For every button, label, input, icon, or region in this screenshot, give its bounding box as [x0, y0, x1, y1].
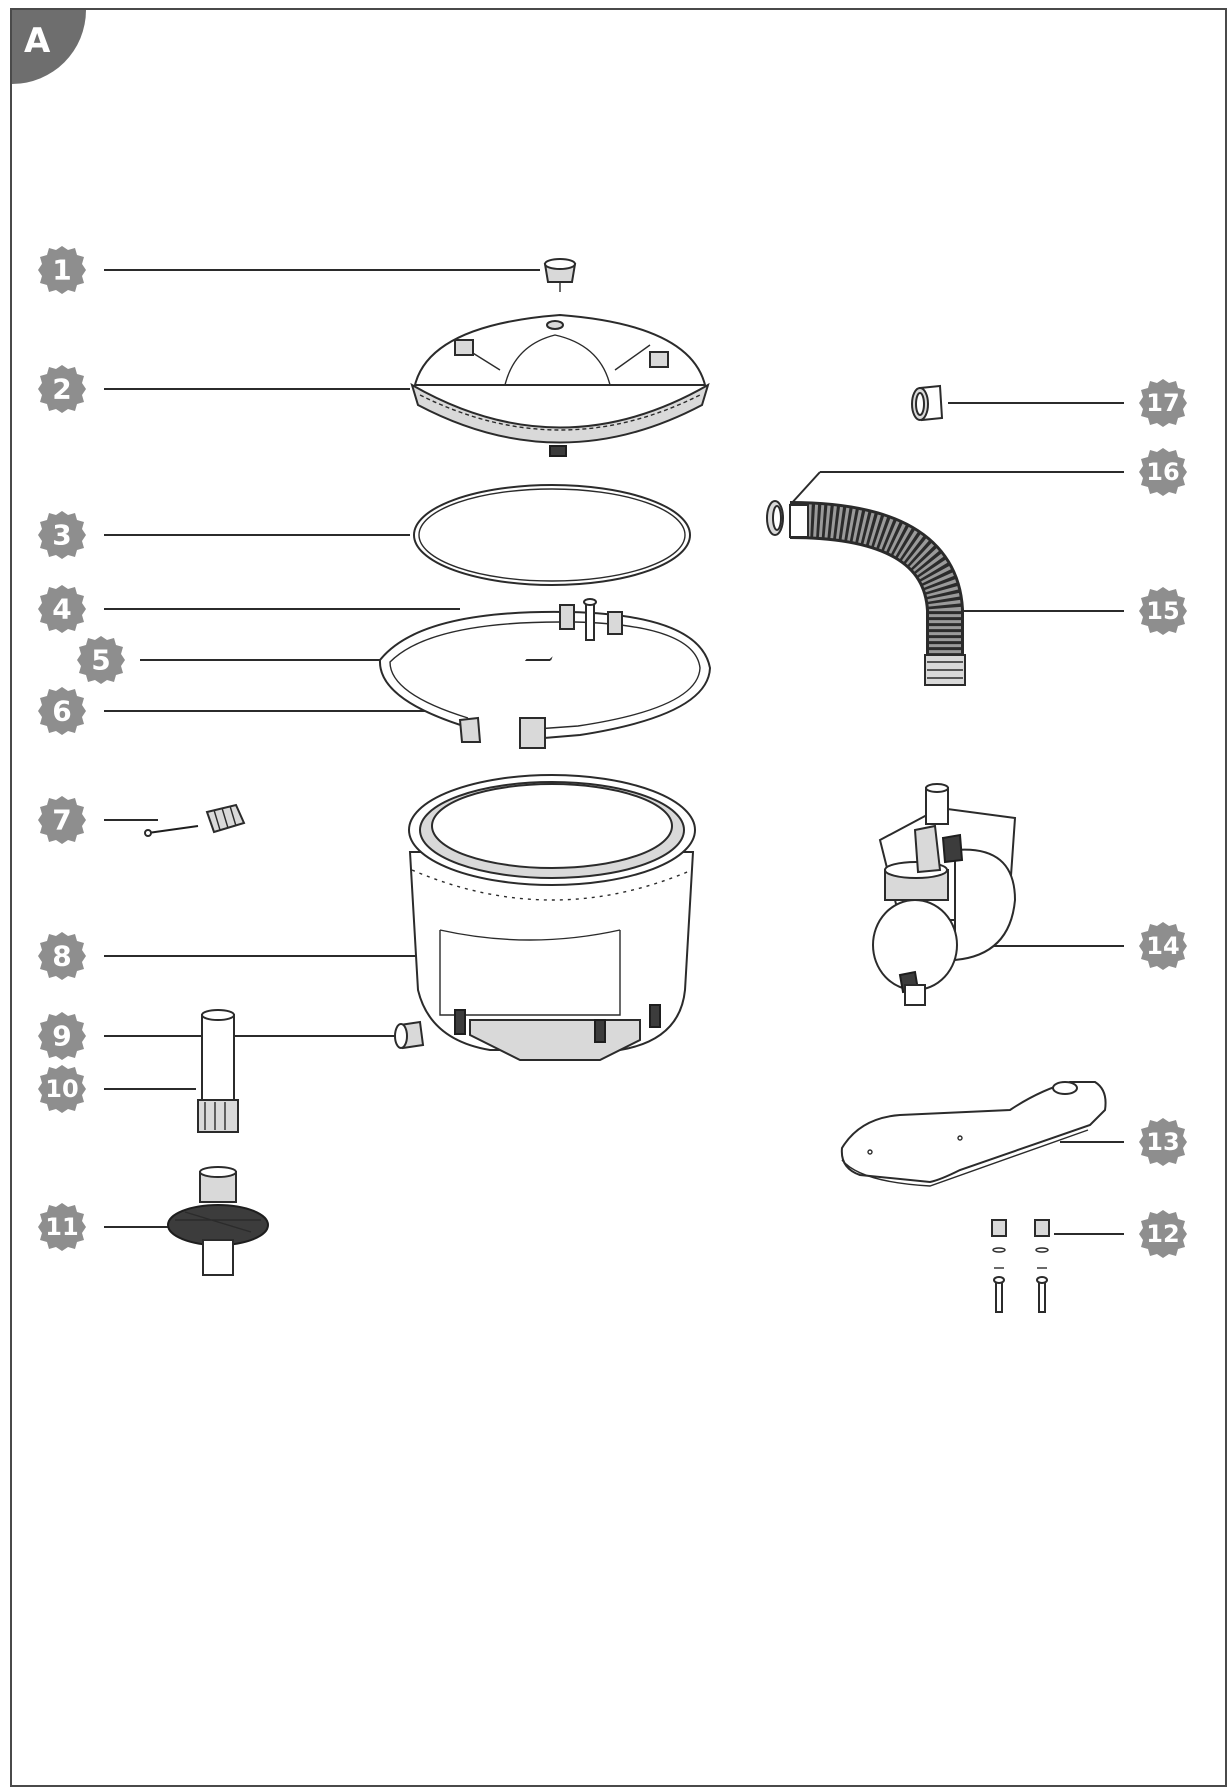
callout-6: 6 [38, 687, 86, 735]
callout-14: 14 [1139, 922, 1187, 970]
section-label: A [24, 21, 51, 61]
part-14-pump-motor [872, 783, 1017, 1006]
callout-17: 17 [1139, 379, 1187, 427]
callout-3-label: 3 [52, 519, 71, 552]
callout-3: 3 [38, 511, 86, 559]
part-2-filter-lid [410, 313, 710, 457]
leader-lines [104, 269, 1124, 1235]
callout-9-label: 9 [52, 1020, 71, 1053]
part-5-clamp-bolt [583, 598, 597, 641]
part-16-hose-ring [766, 500, 784, 536]
callout-8-label: 8 [52, 940, 71, 973]
callout-2-label: 2 [52, 373, 71, 406]
callout-14-label: 14 [1146, 932, 1179, 960]
callout-10: 10 [38, 1065, 86, 1113]
part-12-mounting-hardware [991, 1219, 1050, 1313]
callout-6-label: 6 [52, 695, 71, 728]
callout-9: 9 [38, 1012, 86, 1060]
callout-13: 13 [1139, 1118, 1187, 1166]
part-8-filter-tank [408, 774, 696, 1061]
callout-1-label: 1 [52, 254, 71, 287]
callout-8: 8 [38, 932, 86, 980]
part-10-center-pipe [197, 1009, 239, 1133]
callout-15: 15 [1139, 587, 1187, 635]
part-13-base-plate [840, 1081, 1107, 1187]
callout-4: 4 [38, 585, 86, 633]
callout-7-label: 7 [52, 804, 71, 837]
callout-11-label: 11 [45, 1213, 78, 1241]
part-11-lateral-hub [167, 1166, 269, 1276]
callout-12-label: 12 [1146, 1220, 1179, 1248]
callout-2: 2 [38, 365, 86, 413]
page-frame [10, 8, 1227, 1787]
part-15-connection-hose [789, 501, 966, 686]
part-17-hose-adapter [911, 384, 944, 422]
part-1-pressure-cap [543, 258, 577, 292]
part-9-drain-plug [394, 1020, 425, 1050]
part-3-o-ring [413, 484, 691, 586]
callout-10-label: 10 [45, 1075, 78, 1103]
callout-16: 16 [1139, 448, 1187, 496]
callout-13-label: 13 [1146, 1128, 1179, 1156]
callout-1: 1 [38, 246, 86, 294]
callout-11: 11 [38, 1203, 86, 1251]
callout-15-label: 15 [1146, 597, 1179, 625]
callout-7: 7 [38, 796, 86, 844]
callout-16-label: 16 [1146, 458, 1179, 486]
callout-17-label: 17 [1146, 389, 1179, 417]
part-4-clamp-ring [378, 604, 712, 749]
part-7-screw-and-knob [144, 803, 246, 837]
callout-12: 12 [1139, 1210, 1187, 1258]
callout-5-label: 5 [91, 644, 110, 677]
section-corner-tab: A [12, 10, 86, 84]
callout-4-label: 4 [52, 593, 71, 626]
callout-5: 5 [77, 636, 125, 684]
